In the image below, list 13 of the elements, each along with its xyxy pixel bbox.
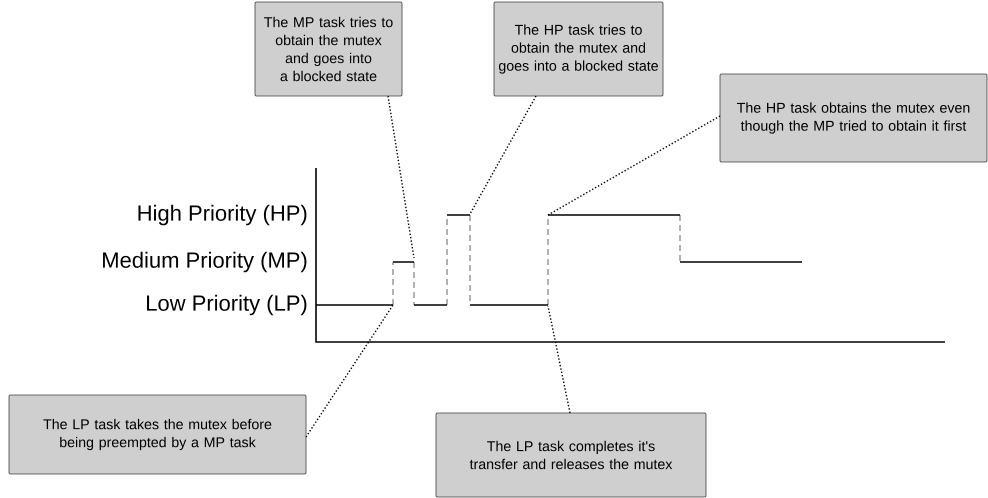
callout-box: The HP task tries to obtain the mutex and goes into a blocked state — [494, 2, 664, 96]
callout-box: The HP task obtains the mutex even though the MP tried to obtain it first — [720, 74, 988, 162]
leader-line — [469, 96, 537, 214]
leader-line — [305, 304, 394, 438]
callout-box: The LP task takes the mutex before being preempted by a MP task — [8, 394, 306, 474]
leader-line — [548, 115, 720, 216]
priority-label: Medium Priority (MP) — [103, 252, 306, 272]
leader-line — [387, 96, 415, 258]
leader-line — [547, 306, 571, 414]
priority-label: High Priority (HP) — [138, 204, 306, 226]
priority-label: Low Priority (LP) — [147, 294, 306, 316]
callout-box: The LP task completes it's transfer and releases the mutex — [436, 412, 706, 498]
callout-box: The MP task tries to obtain the mutex and goes into a blocked state — [254, 2, 402, 96]
